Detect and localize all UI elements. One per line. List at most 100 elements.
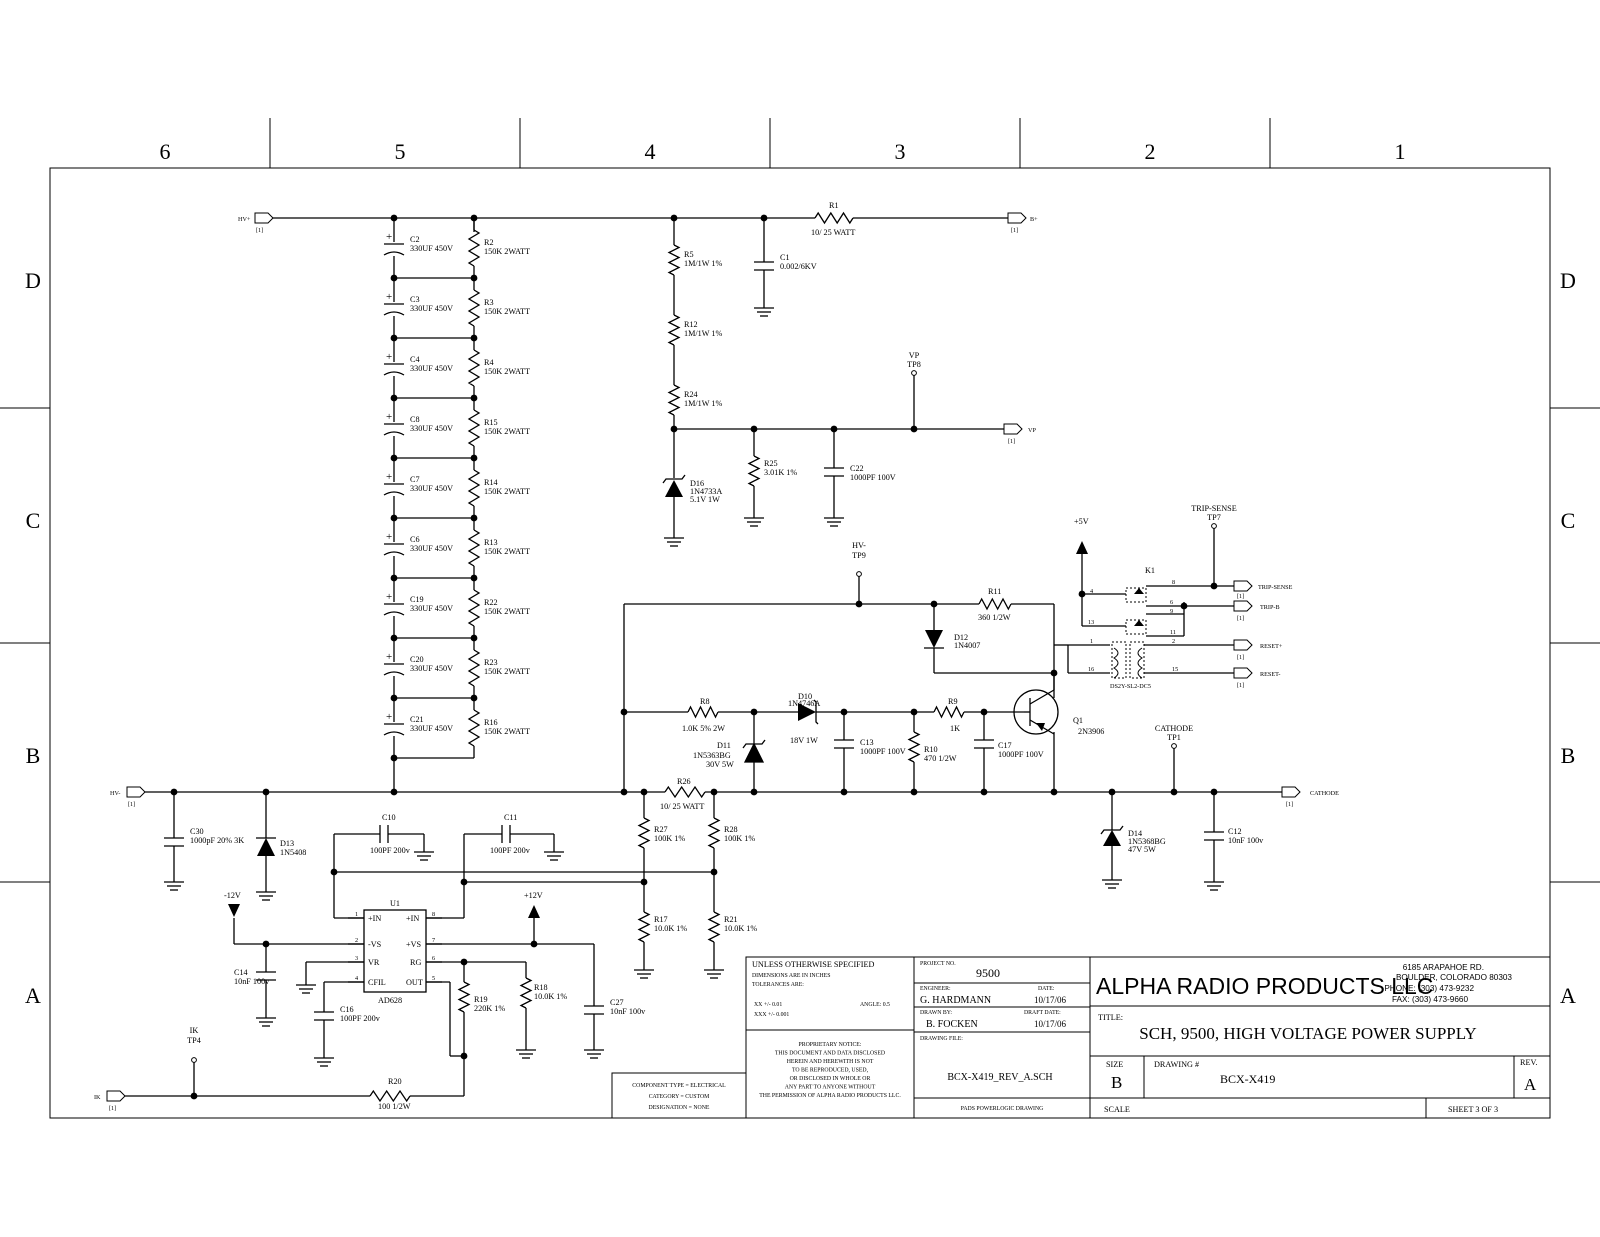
svg-text:-VS: -VS	[368, 940, 382, 949]
res-ref: R15	[484, 418, 498, 427]
cap-value: 330UF 450V	[410, 424, 453, 433]
svg-text:6185 ARAPAHOE RD.: 6185 ARAPAHOE RD.	[1403, 963, 1484, 972]
svg-text:DESIGNATION = NONE: DESIGNATION = NONE	[649, 1105, 710, 1111]
svg-text:BCX-X419: BCX-X419	[1220, 1072, 1275, 1086]
wires	[125, 217, 1282, 1097]
zone-row-d-left: D	[25, 268, 41, 293]
ground-icon	[744, 517, 764, 527]
cap-ref: C12	[1228, 827, 1242, 836]
svg-text:UNLESS OTHERWISE SPECIFIED: UNLESS OTHERWISE SPECIFIED	[752, 960, 874, 969]
proprietary-line: THE PERMISSION OF ALPHA RADIO PRODUCTS L…	[759, 1093, 901, 1099]
svg-text:11: 11	[1170, 629, 1176, 636]
svg-text:K1: K1	[1145, 566, 1155, 575]
res-value: 1M/1W 1%	[684, 329, 722, 338]
res-ref: R11	[988, 587, 1001, 596]
res-value: 220K 1%	[474, 1004, 505, 1013]
svg-text:+: +	[386, 351, 392, 363]
res-value: 10.0K 1%	[654, 924, 687, 933]
res-value: 1M/1W 1%	[684, 399, 722, 408]
svg-text:SCALE: SCALE	[1104, 1105, 1130, 1114]
p5v-label: +5V	[1074, 517, 1089, 526]
svg-text:HV-: HV-	[852, 541, 866, 550]
ground-icon	[256, 891, 276, 901]
svg-text:[1]: [1]	[1237, 682, 1244, 689]
svg-text:PADS POWERLOGIC DRAWING: PADS POWERLOGIC DRAWING	[961, 1106, 1044, 1112]
svg-text:D11: D11	[717, 741, 731, 750]
svg-text:+: +	[386, 651, 392, 663]
res-value: 150K 2WATT	[484, 667, 530, 676]
svg-text:[1]: [1]	[109, 1105, 116, 1112]
proprietary-line: TO BE REPRODUCED, USED,	[792, 1068, 869, 1074]
svg-text:B. FOCKEN: B. FOCKEN	[926, 1019, 978, 1030]
svg-text:TP9: TP9	[852, 551, 866, 560]
svg-text:HV-: HV-	[110, 790, 120, 797]
zone-row-c-left: C	[26, 508, 41, 533]
diode-d13: D13 1N5408	[256, 837, 306, 857]
svg-text:+: +	[386, 591, 392, 603]
proprietary-line: PROPRIETARY NOTICE:	[799, 1042, 862, 1048]
cap-ref: C22	[850, 464, 864, 473]
svg-text:TITLE:: TITLE:	[1098, 1013, 1123, 1022]
cap-ref: C6	[410, 535, 420, 544]
res-value: 470 1/2W	[924, 754, 957, 763]
svg-text:3: 3	[355, 955, 358, 962]
company-name: ALPHA RADIO PRODUCTS LLC	[1096, 973, 1433, 999]
ic-u1: U1 AD628 1 +IN 2 -VS 3 VR 4 CFIL 8 +IN 7…	[348, 899, 442, 1005]
svg-text:+: +	[386, 231, 392, 243]
res-value: 100K 1%	[654, 834, 685, 843]
svg-text:TP4: TP4	[187, 1036, 201, 1045]
svg-text:2N3906: 2N3906	[1078, 727, 1104, 736]
svg-text:CATHODE: CATHODE	[1155, 724, 1193, 733]
res-value: 150K 2WATT	[484, 547, 530, 556]
svg-text:B+: B+	[1030, 216, 1038, 223]
svg-text:4: 4	[1090, 588, 1093, 595]
svg-text:8: 8	[1172, 579, 1175, 586]
svg-text:[1]: [1]	[1237, 615, 1244, 622]
svg-text:+: +	[386, 471, 392, 483]
svg-text:B: B	[1111, 1073, 1122, 1092]
cap-ref: C3	[410, 295, 420, 304]
res-value: 10.0K 1%	[724, 924, 757, 933]
res-value: 150K 2WATT	[484, 607, 530, 616]
drawing-title: SCH, 9500, HIGH VOLTAGE POWER SUPPLY	[1139, 1024, 1476, 1043]
cap-ref: C20	[410, 655, 424, 664]
svg-text:15: 15	[1172, 666, 1178, 673]
zone-col-5: 5	[395, 139, 406, 164]
svg-text:AD628: AD628	[378, 996, 402, 1005]
zone-col-1: 1	[1395, 139, 1406, 164]
svg-text:SHEET 3 OF 3: SHEET 3 OF 3	[1448, 1105, 1498, 1114]
svg-text:ENGINEER:: ENGINEER:	[920, 986, 951, 992]
cap-ref: C16	[340, 1005, 354, 1014]
svg-text:DATE:: DATE:	[1038, 986, 1055, 992]
res-ref: R12	[684, 320, 698, 329]
ground-icon	[824, 517, 844, 527]
ground-icon	[754, 307, 774, 317]
svg-text:BOULDER, COLORADO 80303: BOULDER, COLORADO 80303	[1396, 973, 1512, 982]
svg-text:1: 1	[1090, 638, 1093, 645]
ground-icon	[584, 1049, 604, 1059]
svg-text:DRAWING FILE:: DRAWING FILE:	[920, 1036, 963, 1042]
cap-value: 330UF 450V	[410, 364, 453, 373]
cap-value: 330UF 450V	[410, 664, 453, 673]
cap-value: 330UF 450V	[410, 484, 453, 493]
zone-col-2: 2	[1145, 139, 1156, 164]
cap-value: 1000pF 20% 3K	[190, 836, 244, 845]
svg-text:D10: D10	[798, 692, 812, 701]
res-value: 150K 2WATT	[484, 727, 530, 736]
cap-value: 10nF 100v	[1228, 836, 1264, 845]
